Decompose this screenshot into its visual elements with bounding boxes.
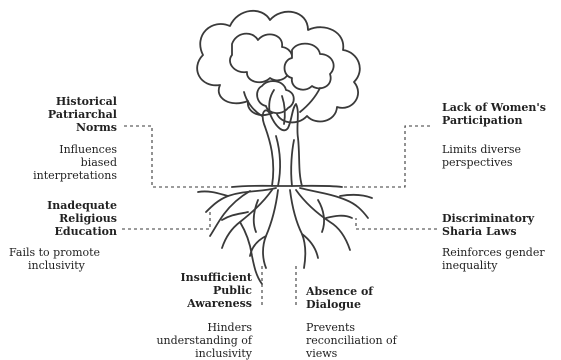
cause-title-public-awareness: Insufficient Public Awareness [181,271,253,310]
cause-title-line: Participation [442,114,523,127]
cause-title-line: Absence of [306,285,374,298]
cause-title-line: Dialogue [306,298,362,311]
cause-title-sharia-laws: Discriminatory Sharia Laws [442,212,534,238]
cause-title-line: Patriarchal [47,108,117,121]
cause-effect-line: biased [80,156,117,169]
cause-effect-line: Hinders [207,321,252,334]
cause-effect-line: perspectives [442,156,513,169]
connector-womens-participation [342,125,430,188]
tree-canopy [196,10,361,124]
cause-effect-sharia-laws: Reinforces gender inequality [442,246,545,272]
cause-title-line: Historical [55,95,117,108]
cause-effect-womens-participation: Limits diverse perspectives [442,143,521,169]
cause-effect-absence-dialogue: Prevents reconciliation of views [306,321,397,360]
cause-title-line: Awareness [187,297,252,310]
cause-effect-line: Reinforces gender [442,246,545,259]
tree-trunk [243,87,321,187]
cause-effect-line: Influences [59,143,117,156]
ground-line [231,184,343,188]
cause-effect-religious-education: Fails to promote inclusivity [9,246,100,272]
cause-title-line: Inadequate [47,199,117,212]
cause-title-line: Public [212,284,252,297]
cause-effect-line: reconciliation of [306,334,397,347]
cause-title-line: Discriminatory [442,212,535,225]
cause-title-absence-dialogue: Absence of Dialogue [306,285,373,311]
cause-effect-line: views [306,347,338,360]
cause-effect-line: inclusivity [195,347,252,360]
cause-title-line: Education [54,225,118,238]
cause-title-line: Religious [59,212,117,225]
cause-effect-public-awareness: Hinders understanding of inclusivity [156,321,252,360]
cause-effect-line: interpretations [33,169,117,182]
cause-effect-line: Prevents [306,321,356,334]
connector-historical-norms [124,125,232,188]
cause-effect-line: understanding of [156,334,252,347]
cause-title-line: Lack of Women's [442,101,546,114]
cause-effect-line: Fails to promote [9,246,101,259]
cause-title-womens-participation: Lack of Women's Participation [442,101,546,127]
tree-roots [197,187,373,285]
connector-sharia-laws [355,218,437,230]
cause-title-line: Sharia Laws [442,225,517,238]
cause-title-line: Norms [75,121,117,134]
cause-effect-line: inclusivity [28,259,85,272]
cause-effect-line: inequality [442,259,498,272]
cause-effect-historical-norms: Influences biased interpretations [33,143,117,182]
connector-religious-education [122,212,211,230]
cause-effect-line: Limits diverse [442,143,522,156]
cause-title-line: Insufficient [180,271,253,284]
cause-title-historical-norms: Historical Patriarchal Norms [48,95,117,134]
cause-title-religious-education: Inadequate Religious Education [47,199,117,238]
